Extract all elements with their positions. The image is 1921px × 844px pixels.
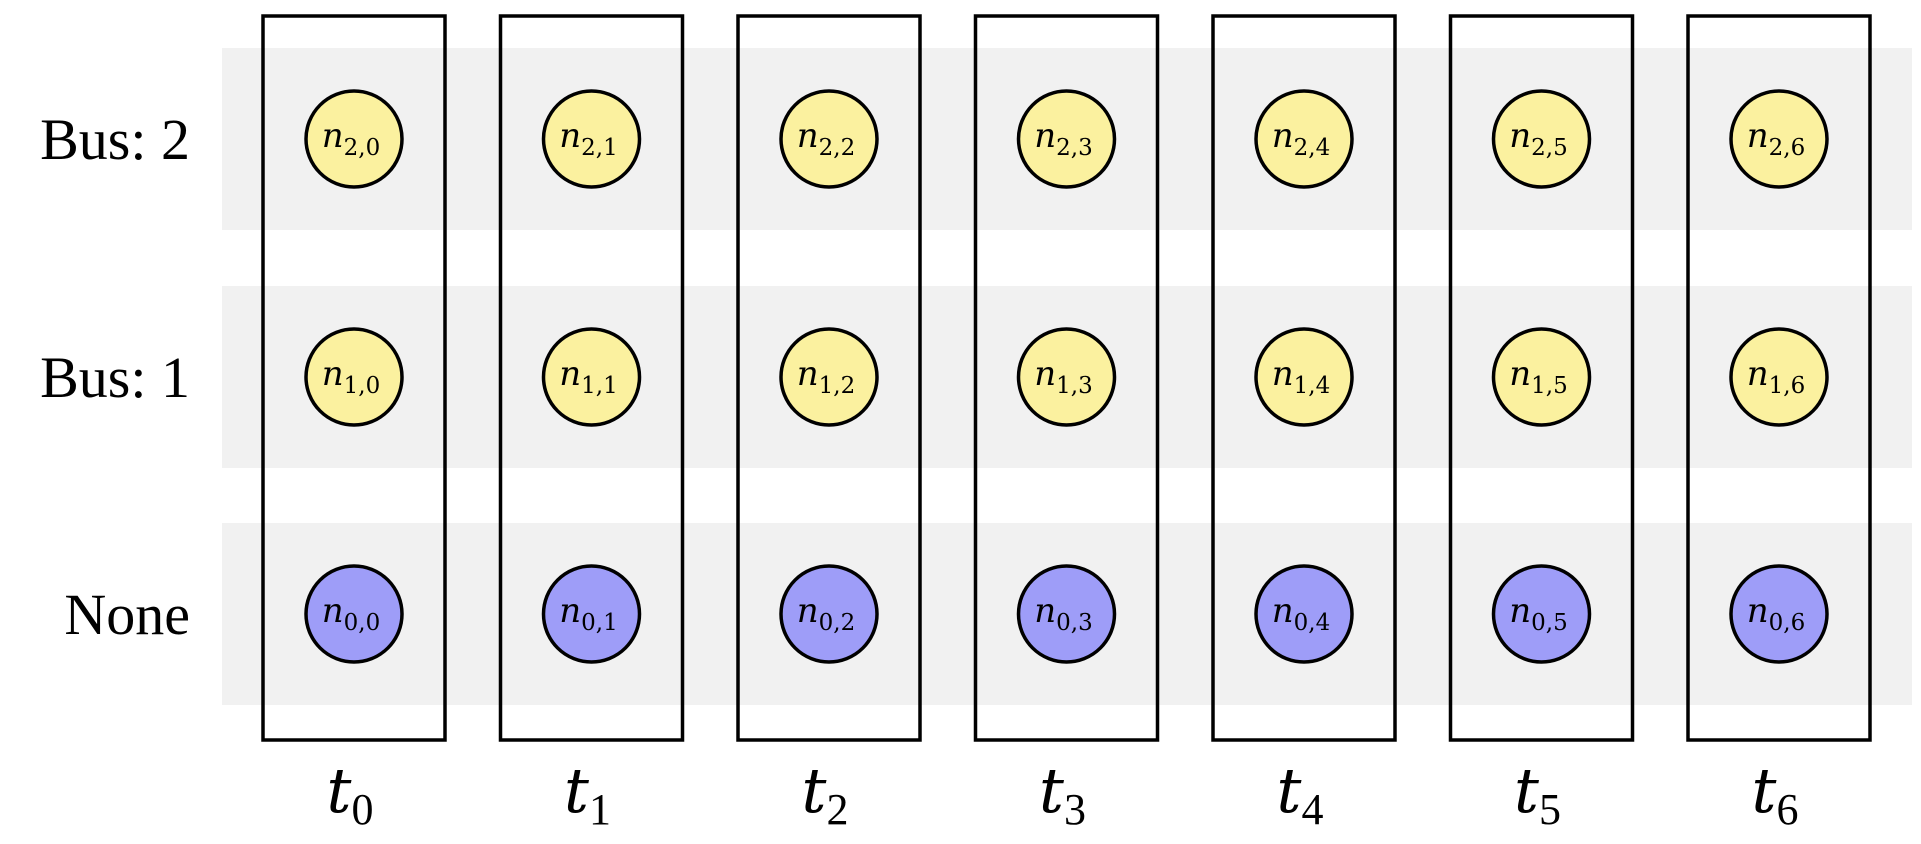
- node: n1,3: [1016, 327, 1117, 427]
- time-step-frame: [1448, 14, 1635, 742]
- node-circle: [1016, 327, 1117, 427]
- node-circle: [779, 89, 879, 189]
- row-label: None: [64, 582, 190, 647]
- time-label: t1: [564, 754, 611, 834]
- node-label: n2,0: [322, 116, 380, 161]
- node-label: n1,2: [797, 354, 855, 399]
- node: n0,5: [1491, 564, 1592, 664]
- node-label: n2,4: [1272, 116, 1330, 161]
- node-label: n1,3: [1034, 354, 1092, 399]
- row-labels: Bus: 2 Bus: 1 None: [40, 107, 190, 647]
- node-circle: [541, 89, 642, 189]
- node-circle: [1254, 327, 1354, 427]
- node-label: n2,5: [1509, 116, 1567, 161]
- node-label: n1,0: [322, 354, 380, 399]
- node: n0,2: [779, 564, 879, 664]
- node-circle: [1491, 89, 1592, 189]
- time-label: t6: [1752, 754, 1799, 834]
- node-label: n0,4: [1272, 591, 1330, 636]
- node-label: n1,6: [1747, 354, 1805, 399]
- node: n2,1: [541, 89, 642, 189]
- node: n0,1: [541, 564, 642, 664]
- row-label: Bus: 2: [40, 107, 190, 172]
- time-step-frame: [1686, 14, 1872, 742]
- time-step-frame: [1211, 14, 1397, 742]
- node-label: n0,5: [1509, 591, 1567, 636]
- node-circle: [1729, 327, 1829, 427]
- node: n0,6: [1729, 564, 1829, 664]
- time-step-frame: [973, 14, 1160, 742]
- node: n1,4: [1254, 327, 1354, 427]
- node-circle: [1729, 89, 1829, 189]
- time-step-frames: [261, 14, 1872, 742]
- node: n2,5: [1491, 89, 1592, 189]
- node: n2,6: [1729, 89, 1829, 189]
- node-circle: [779, 327, 879, 427]
- node-label: n2,1: [559, 116, 617, 161]
- node: n1,0: [304, 327, 404, 427]
- node-label: n2,3: [1034, 116, 1092, 161]
- node-circle: [541, 564, 642, 664]
- row-label: Bus: 1: [40, 345, 190, 410]
- time-labels: t0 t1 t2 t3 t4 t5 t6: [327, 754, 1799, 834]
- node-circle: [304, 327, 404, 427]
- node-label: n0,3: [1034, 591, 1092, 636]
- node-label: n1,4: [1272, 354, 1330, 399]
- node-circle: [1491, 564, 1592, 664]
- node-label: n0,2: [797, 591, 855, 636]
- node-label: n0,0: [322, 591, 380, 636]
- node-circle: [541, 327, 642, 427]
- time-step-frame: [498, 14, 685, 742]
- node-label: n2,6: [1747, 116, 1805, 161]
- node: n1,2: [779, 327, 879, 427]
- node: n1,6: [1729, 327, 1829, 427]
- time-label: t0: [327, 754, 374, 834]
- node-label: n0,6: [1747, 591, 1805, 636]
- node-circle: [1729, 564, 1829, 664]
- node-circle: [779, 564, 879, 664]
- node-circle: [304, 89, 404, 189]
- node-circle: [1016, 564, 1117, 664]
- node: n0,3: [1016, 564, 1117, 664]
- node-circle: [1016, 89, 1117, 189]
- node-label: n1,1: [559, 354, 617, 399]
- time-label: t5: [1514, 754, 1561, 834]
- node: n2,4: [1254, 89, 1354, 189]
- time-label: t4: [1277, 754, 1324, 834]
- time-label: t3: [1039, 754, 1086, 834]
- node: n1,1: [541, 327, 642, 427]
- node-label: n2,2: [797, 116, 855, 161]
- node-circle: [1491, 327, 1592, 427]
- node: n0,0: [304, 564, 404, 664]
- node-circle: [1254, 89, 1354, 189]
- time-label: t2: [802, 754, 849, 834]
- node-circle: [1254, 564, 1354, 664]
- node: n1,5: [1491, 327, 1592, 427]
- time-step-frame: [736, 14, 922, 742]
- node-label: n0,1: [559, 591, 617, 636]
- time-step-frame: [261, 14, 447, 742]
- node: n2,3: [1016, 89, 1117, 189]
- nodes: n2,0 n1,0 n0,0 n2,1 n1,1 n0,1 n2,2 n1,2 n0,2 n2,3…: [304, 89, 1829, 664]
- node-label: n1,5: [1509, 354, 1567, 399]
- node: n2,0: [304, 89, 404, 189]
- node-circle: [304, 564, 404, 664]
- node: n2,2: [779, 89, 879, 189]
- node: n0,4: [1254, 564, 1354, 664]
